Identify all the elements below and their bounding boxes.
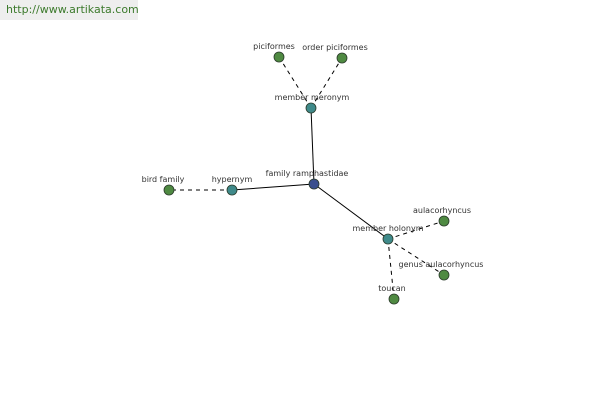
edge-center-member-meronym: [310, 107, 315, 185]
watermark-bar: http://www.artikata.com: [0, 0, 139, 20]
node-member-holonym[interactable]: [382, 233, 394, 245]
node-order-piciformes[interactable]: [336, 52, 348, 64]
edge-member-meronym-piciformes: [278, 56, 312, 109]
graph-labels: family ramphastidae member meronym hyper…: [142, 42, 484, 293]
label-member-meronym: member meronym: [275, 93, 350, 102]
label-order-piciformes: order piciformes: [302, 43, 368, 52]
label-center: family ramphastidae: [266, 169, 349, 178]
edge-member-holonym-toucan: [387, 238, 395, 300]
label-toucan: toucan: [378, 284, 405, 293]
graph-nodes: [163, 51, 450, 305]
node-hypernym[interactable]: [226, 184, 238, 196]
edge-center-hypernym: [231, 183, 315, 191]
node-piciformes[interactable]: [273, 51, 285, 63]
edge-member-holonym-aulacorhyncus: [387, 220, 445, 240]
edge-member-holonym-genus-aulacorhyncus: [387, 238, 445, 276]
node-genus-aulacorhyncus[interactable]: [438, 269, 450, 281]
label-hypernym: hypernym: [212, 175, 253, 184]
node-toucan[interactable]: [388, 293, 400, 305]
graph-edges: [169, 56, 445, 300]
label-aulacorhyncus: aulacorhyncus: [413, 206, 471, 215]
node-aulacorhyncus[interactable]: [438, 215, 450, 227]
label-genus-aulacorhyncus: genus aulacorhyncus: [399, 260, 484, 269]
node-bird-family[interactable]: [163, 184, 175, 196]
label-bird-family: bird family: [142, 175, 185, 184]
edge-member-meronym-order-piciformes: [310, 57, 343, 109]
edge-center-member-holonym: [313, 183, 389, 240]
watermark-link[interactable]: http://www.artikata.com: [6, 3, 139, 16]
node-center[interactable]: [308, 178, 320, 190]
label-piciformes: piciformes: [253, 42, 295, 51]
node-member-meronym[interactable]: [305, 102, 317, 114]
label-member-holonym: member holonym: [352, 224, 423, 233]
